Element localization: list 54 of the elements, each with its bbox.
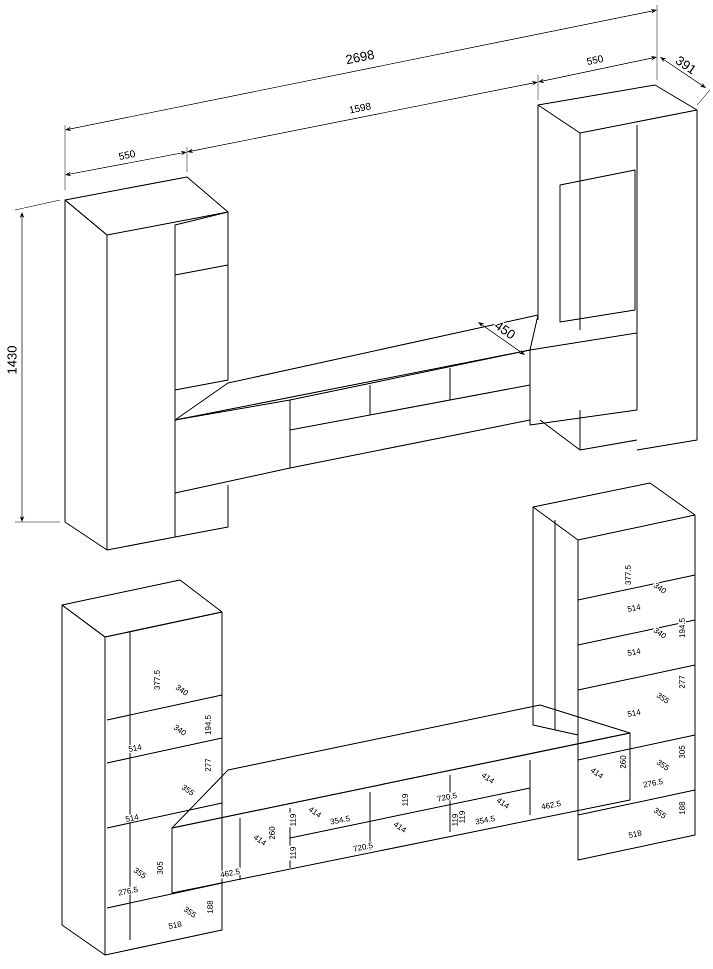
dimension-label: 277 xyxy=(204,757,212,773)
dimension-label: 355 xyxy=(180,782,196,798)
dimension-label: 119 xyxy=(289,812,297,828)
dimension-label: 462.5 xyxy=(218,867,242,879)
dimension-label: 550 xyxy=(116,148,138,162)
dimension-label: 276.5 xyxy=(641,777,665,789)
dimension-label: 450 xyxy=(492,318,518,342)
dimension-label: 340 xyxy=(174,682,190,698)
dimension-label: 119 xyxy=(401,792,409,808)
dimension-label: 414 xyxy=(392,820,408,834)
dimension-label: 194.5 xyxy=(204,714,212,736)
dimension-label: 550 xyxy=(584,54,606,66)
dimension-label: 414 xyxy=(494,796,512,810)
dimension-label: 514 xyxy=(626,646,642,658)
dimension-label: 377.5 xyxy=(624,564,632,586)
dimension-label: 340 xyxy=(652,625,668,641)
dimension-label: 414 xyxy=(306,804,324,820)
dimension-label: 414 xyxy=(480,770,496,786)
dimension-label: 260 xyxy=(619,754,627,770)
dimension-label: 355 xyxy=(652,805,668,821)
dimension-label: 194.5 xyxy=(678,617,686,640)
dimension-label: 514 xyxy=(124,812,140,824)
dimension-label: 391 xyxy=(673,54,699,76)
dimension-label: 354.5 xyxy=(328,814,352,826)
dimension-label: 518 xyxy=(626,828,644,840)
dimension-label: 414 xyxy=(588,766,606,780)
dimension-label: 354.5 xyxy=(473,814,497,826)
dimension-label: 277 xyxy=(678,674,686,690)
dimension-label: 514 xyxy=(126,742,144,754)
dimension-label: 462.5 xyxy=(539,799,563,811)
dimension-label: 518 xyxy=(166,920,184,930)
dimension-label: 355 xyxy=(132,865,148,881)
dimension-label: 188 xyxy=(206,899,214,915)
dimension-label: 377.5 xyxy=(153,669,161,692)
dimension-label: 414 xyxy=(252,832,268,848)
dimension-label: 514 xyxy=(626,602,642,614)
dimension-label: 305 xyxy=(678,744,686,760)
dimension-label: 2698 xyxy=(344,48,376,66)
dimension-label: 119 xyxy=(458,810,466,824)
dimension-label: 119 xyxy=(289,846,297,860)
dimension-label: 305 xyxy=(156,860,164,876)
dimension-label: 1598 xyxy=(347,101,373,115)
dimension-label: 276.5 xyxy=(116,885,140,897)
dimension-label: 188 xyxy=(678,800,686,816)
dimension-label: 260 xyxy=(268,825,276,841)
dimension-label: 355 xyxy=(182,904,198,920)
dimension-label: 340 xyxy=(172,722,188,738)
dimension-label: 720.5 xyxy=(435,791,459,803)
dimension-label: 514 xyxy=(626,708,642,718)
dimension-label: 355 xyxy=(654,757,672,773)
dimension-label: 355 xyxy=(654,690,672,706)
dimension-label: 720.5 xyxy=(351,841,375,853)
dimension-label: 340 xyxy=(652,580,668,596)
dimension-label: 1430 xyxy=(6,344,18,376)
